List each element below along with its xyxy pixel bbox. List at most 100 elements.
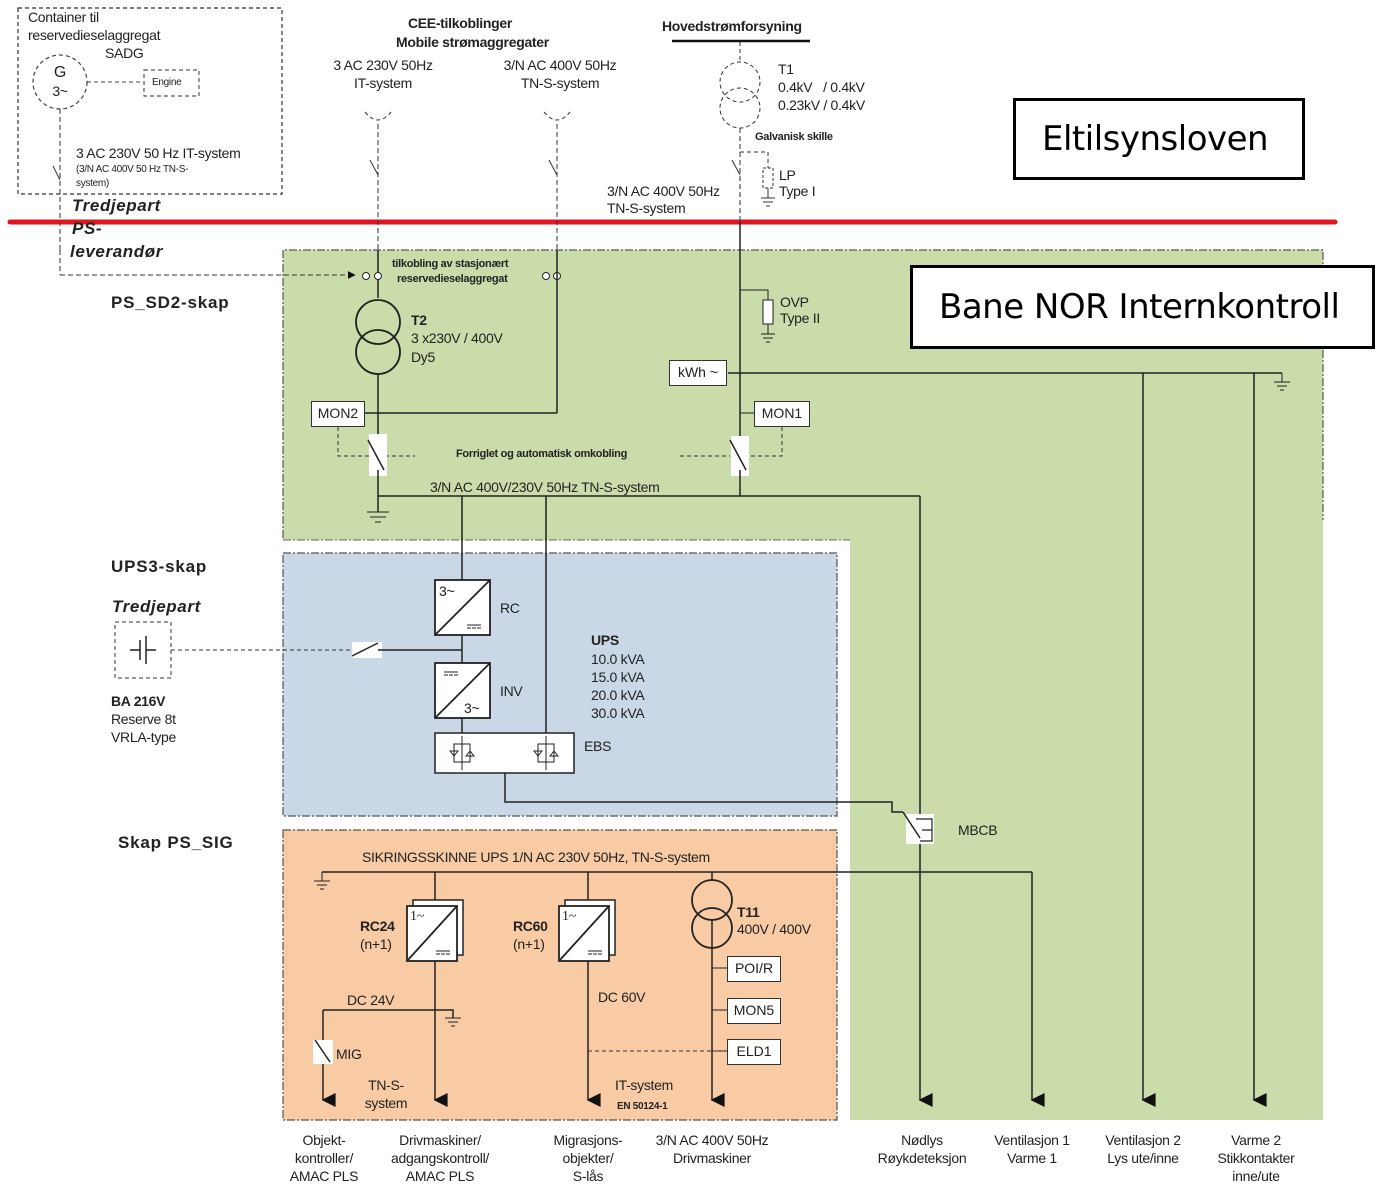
container-title: Container til [28, 9, 99, 25]
output-line: Drivmaskiner/ [399, 1132, 481, 1148]
t1-ratio-2: 0.23kV / 0.4kV [778, 97, 865, 113]
ebs-label: EBS [584, 738, 612, 754]
ovp-type: Type II [780, 310, 820, 326]
ups-rating: 10.0 kVA [591, 651, 645, 667]
internal-control-zone [283, 250, 1323, 1120]
output-line: Røykdeteksjon [877, 1150, 967, 1166]
t2-label: T2 [411, 312, 427, 328]
output-label-drivmaskiner: Drivmaskiner/ adgangskontroll/ AMAC PLS [378, 1131, 502, 1185]
output-line: Drivmaskiner [672, 1150, 752, 1166]
battery-box [114, 621, 172, 679]
sadg-label: SADG [105, 45, 144, 61]
internal-control-zone-border [282, 249, 1324, 538]
ups-rating: 20.0 kVA [591, 687, 645, 703]
lp-surge-arrester [762, 167, 774, 189]
tns-label-2: system [364, 1095, 408, 1111]
container-system-alt: (3/N AC 400V 50 Hz TN-S- [76, 164, 189, 175]
output-line: Lys ute/inne [1107, 1150, 1179, 1166]
interlock-label: Forriglet og automatisk omkobling [456, 448, 627, 460]
cee-left-system: IT-system [354, 75, 412, 91]
rc-input-phase: 3~ [439, 583, 455, 599]
output-line: Stikkontakter [1217, 1150, 1295, 1166]
rc24-input-phase: 1~ [410, 909, 424, 924]
mig-switch [314, 1039, 331, 1063]
lp-label: LP [779, 167, 796, 183]
cee-subtitle: Mobile strømaggregater [396, 34, 549, 50]
generator-label: G [53, 64, 67, 81]
cee-left-voltage: 3 AC 230V 50Hz [333, 57, 433, 73]
output-line: Migrasjons- [553, 1132, 623, 1148]
mon1-monitor: MON1 [754, 401, 810, 427]
mig-label: MIG [336, 1046, 362, 1062]
t1-secondary [719, 87, 761, 129]
ups-title: UPS [591, 632, 619, 648]
output-line: adgangskontroll/ [391, 1150, 489, 1166]
battery-reserve: Reserve 8t [111, 711, 176, 727]
output-line: inne/ute [1232, 1168, 1280, 1184]
output-line: Ventilasjon 1 [994, 1132, 1070, 1148]
t1-primary [719, 61, 761, 103]
ovp-surge-arrester [762, 299, 774, 325]
eltilsynsloven-label: Eltilsynsloven [1013, 98, 1305, 180]
stationary-connection-label-2: reservedieselaggregat [397, 273, 508, 285]
cee-socket-right [543, 111, 571, 121]
output-label-nodlys: Nødlys Røykdeteksjon [862, 1131, 982, 1167]
output-label-migrasjon: Migrasjons- objekter/ S-lås [538, 1131, 638, 1185]
connection-terminal [362, 272, 370, 280]
output-label-objekt: Objekt- kontroller/ AMAC PLS [274, 1131, 374, 1185]
rc-label: RC [500, 600, 520, 616]
mon5-monitor: MON5 [727, 998, 781, 1024]
ps-sd2-section-label: PS_SD2-skap [111, 293, 230, 312]
main-system-voltage: 3/N AC 400V 50Hz [607, 183, 720, 199]
ups-output [504, 773, 903, 813]
ps-sd2-bus-label: 3/N AC 400V/230V 50Hz TN-S-system [430, 479, 660, 495]
dc60-label: DC 60V [598, 989, 646, 1005]
main-supply-title: Hovedstrømforsyning [662, 18, 802, 34]
t11-secondary [691, 907, 733, 949]
main-system-type: TN-S-system [607, 200, 686, 216]
it-system-label: IT-system [615, 1077, 673, 1093]
t2-vector-group: Dy5 [411, 349, 435, 365]
container-system-alt-2: system) [76, 178, 109, 189]
ups3-cabinet-zone [282, 552, 838, 817]
mon2-monitor: MON2 [311, 401, 365, 427]
third-party-label: Tredjepart [72, 196, 161, 215]
output-line: AMAC PLS [289, 1168, 359, 1184]
lp-type: Type I [779, 183, 816, 199]
output-line: S-lås [572, 1168, 604, 1184]
rc60-label: RC60 [513, 918, 548, 934]
t11-ratio: 400V / 400V [737, 921, 811, 937]
cee-socket-left [364, 111, 392, 121]
ups3-section-label: UPS3-skap [111, 557, 208, 576]
rc24-label: RC24 [360, 918, 395, 934]
rc24-redundancy: (n+1) [360, 936, 392, 952]
output-label-varme-2: Varme 2 Stikkontakter inne/ute [1201, 1131, 1311, 1185]
ebs-bypass-switch [434, 732, 575, 774]
t1-label: T1 [778, 61, 794, 77]
ups-third-party-label: Tredjepart [112, 597, 201, 616]
ovp-label: OVP [780, 294, 809, 310]
engine-label: Engine [152, 77, 182, 88]
poir-monitor: POI/R [727, 956, 781, 982]
rc60-redundancy: (n+1) [513, 936, 545, 952]
dc24-label: DC 24V [347, 992, 395, 1008]
output-label-ventilasjon-1: Ventilasjon 1 Varme 1 [977, 1131, 1087, 1167]
engine-box [143, 69, 200, 97]
battery-type: VRLA-type [111, 729, 176, 745]
battery-switch [351, 642, 379, 657]
ups-rating: 30.0 kVA [591, 705, 645, 721]
t1-ratio: 0.4kV / 0.4kV [778, 79, 865, 95]
rc60-input-phase: 1~ [562, 909, 576, 924]
battery-label: BA 216V [111, 693, 166, 709]
kwh-meter: kWh ~ [669, 360, 727, 386]
ps-supplier-label-2: leverandør [70, 242, 163, 261]
output-line: AMAC PLS [405, 1168, 475, 1184]
stationary-connection-label: tilkobling av stasjonært [392, 258, 509, 270]
output-line: Nødlys [901, 1132, 943, 1148]
ups-rating: 15.0 kVA [591, 669, 645, 685]
output-line: kontroller/ [294, 1150, 354, 1166]
output-label-ventilasjon-2: Ventilasjon 2 Lys ute/inne [1088, 1131, 1198, 1167]
t11-label: T11 [737, 904, 760, 920]
container-system: 3 AC 230V 50 Hz IT-system [76, 145, 241, 161]
